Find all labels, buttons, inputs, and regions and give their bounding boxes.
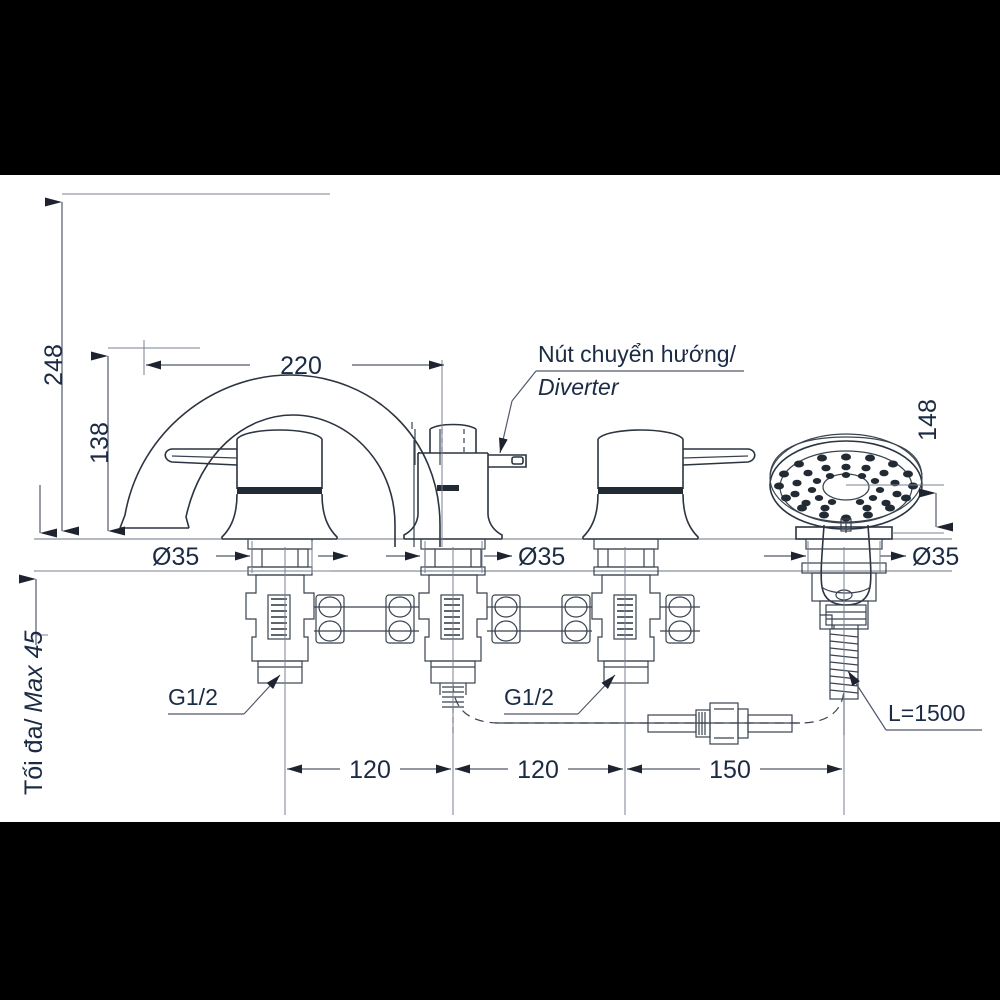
dimension-hole-right-label: Ø35 — [912, 543, 959, 571]
dimension-138-label: 138 — [86, 422, 114, 464]
dimension-248-label: 248 — [40, 344, 68, 386]
manifold-pipework — [314, 594, 700, 644]
hose-connector — [647, 702, 793, 745]
label-diverter-en: Diverter — [538, 374, 620, 400]
dimension-220-label: 220 — [280, 352, 322, 380]
dimension-hole-right: Ø35 — [764, 541, 959, 573]
dimension-deck-thickness-label: Tối đa/Max 45 — [20, 630, 48, 795]
dimension-138: 138 — [86, 347, 200, 536]
dimension-hole-left: Ø35 — [152, 541, 348, 573]
dimension-hole-left-label: Ø35 — [152, 543, 199, 571]
label-inlet-right-text: G1/2 — [504, 684, 554, 710]
dimension-148: 148 — [846, 399, 953, 534]
centerlines — [284, 547, 845, 815]
dimension-hole-center: Ø35 — [386, 541, 565, 573]
diverter-knob — [488, 454, 527, 468]
label-hose-length: L=1500 — [847, 670, 982, 731]
dimension-148-label: 148 — [914, 399, 942, 441]
label-diverter: Nút chuyển hướng/ Diverter — [498, 341, 744, 454]
dimension-deck-thickness: Tối đa/Max 45 — [19, 570, 330, 795]
letterbox-bar-bottom — [0, 822, 1000, 1000]
label-hose-length-text: L=1500 — [888, 700, 965, 726]
label-diverter-vi: Nút chuyển hướng/ — [538, 341, 737, 367]
letterbox-bar-top — [0, 0, 1000, 175]
dimension-120-center-label: 120 — [517, 756, 559, 784]
dimension-150-label: 150 — [709, 756, 751, 784]
valve-body-right — [591, 538, 661, 684]
technical-drawing-canvas: 248 138 220 148 Ø35 — [0, 175, 1000, 822]
label-inlet-left: G1/2 — [168, 674, 281, 715]
label-inlet-right: G1/2 — [504, 674, 616, 715]
dimension-row-bottom: 120 120 150 — [287, 756, 842, 784]
spout-assembly — [119, 374, 441, 547]
dimension-220: 220 — [143, 340, 444, 547]
label-inlet-left-text: G1/2 — [168, 684, 218, 710]
dimension-248: 248 — [40, 193, 330, 536]
dimension-hole-center-label: Ø35 — [518, 543, 565, 571]
dimension-120-left-label: 120 — [349, 756, 391, 784]
